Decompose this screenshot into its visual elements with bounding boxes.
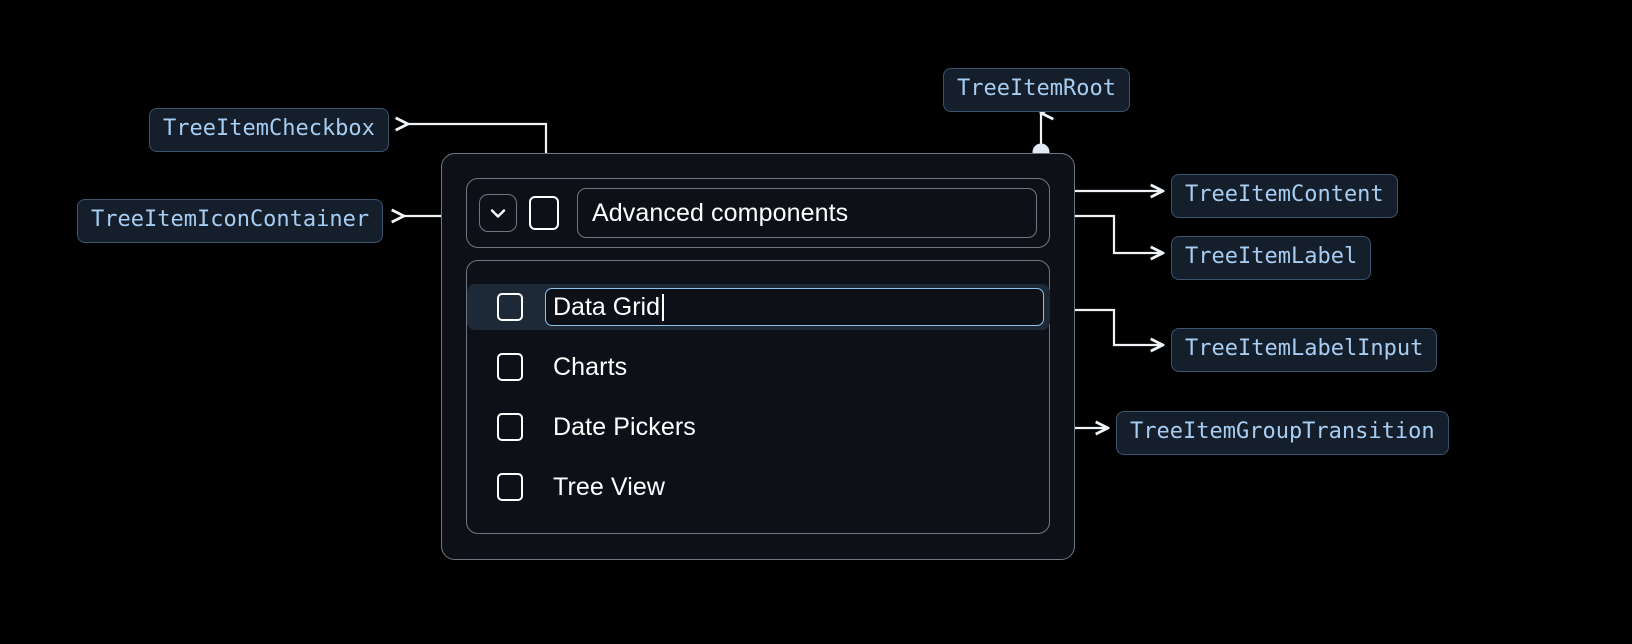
tree-item-label: Tree View bbox=[553, 472, 666, 501]
tree-item-checkbox[interactable] bbox=[497, 293, 523, 321]
tree-item-row-tree-view[interactable]: Tree View bbox=[467, 464, 1049, 510]
tree-item-label-input[interactable]: Data Grid bbox=[545, 288, 1044, 326]
text-caret bbox=[661, 293, 664, 321]
tree-item-checkbox[interactable] bbox=[529, 196, 559, 230]
annotation-chip-tree-item-root: TreeItemRoot bbox=[943, 68, 1130, 112]
tree-item-label-input-value: Data Grid bbox=[553, 292, 660, 321]
tree-item-icon-container[interactable] bbox=[479, 194, 517, 232]
tree-item-checkbox[interactable] bbox=[497, 473, 523, 501]
tree-item-label: Charts bbox=[553, 352, 628, 381]
annotation-chip-tree-item-icon-container: TreeItemIconContainer bbox=[77, 199, 384, 243]
tree-item-label[interactable]: Advanced components bbox=[577, 188, 1037, 238]
tree-item-row-charts[interactable]: Charts bbox=[467, 344, 1049, 390]
tree-item-group-transition: Data Grid Charts Date Pickers Tree View bbox=[466, 260, 1050, 534]
tree-item-row-date-pickers[interactable]: Date Pickers bbox=[467, 404, 1049, 450]
tree-item-content[interactable]: Advanced components bbox=[466, 178, 1050, 248]
annotation-chip-tree-item-content: TreeItemContent bbox=[1171, 174, 1398, 218]
annotation-chip-tree-item-group-transition: TreeItemGroupTransition bbox=[1116, 411, 1449, 455]
tree-item-row-data-grid[interactable]: Data Grid bbox=[467, 284, 1050, 330]
tree-item-checkbox[interactable] bbox=[497, 413, 523, 441]
annotation-chip-tree-item-label: TreeItemLabel bbox=[1171, 236, 1372, 280]
tree-item-root: Advanced components Data Grid Charts Dat… bbox=[441, 153, 1075, 560]
tree-item-label: Date Pickers bbox=[553, 412, 696, 441]
chevron-down-icon bbox=[486, 201, 510, 225]
tree-item-checkbox[interactable] bbox=[497, 353, 523, 381]
annotation-chip-tree-item-checkbox: TreeItemCheckbox bbox=[149, 108, 389, 152]
annotation-chip-tree-item-label-input: TreeItemLabelInput bbox=[1171, 328, 1438, 372]
tree-item-label-text: Advanced components bbox=[592, 198, 849, 227]
